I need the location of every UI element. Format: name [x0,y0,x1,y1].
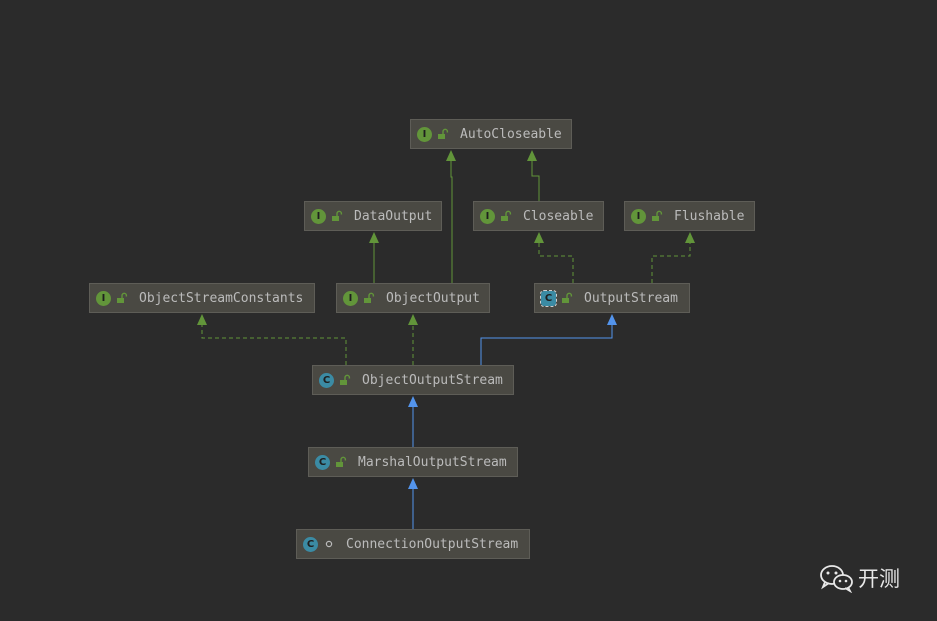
lock-open-icon [338,373,352,387]
arrowhead-autocloseable-right [527,150,537,161]
arrowhead-outputstream [607,314,617,325]
lock-open-icon [330,209,344,223]
node-objectstreamconstants[interactable]: I ObjectStreamConstants [89,283,315,313]
class-icon: C [319,372,334,388]
lock-open-icon [650,209,664,223]
arrowhead-dataoutput [369,232,379,243]
lock-open-icon [499,209,513,223]
watermark: 开测 [818,563,900,593]
node-label: Flushable [674,208,745,224]
node-label: OutputStream [584,290,678,306]
lock-open-icon [560,291,574,305]
node-label: ObjectOutput [386,290,480,306]
interface-icon: I [343,290,358,306]
arrowhead-marshaloutputstream [408,478,418,489]
lock-open-icon [115,291,129,305]
arrowhead-objectstreamconstants [197,314,207,325]
wechat-icon [820,565,853,593]
edge-outputstream-closeable [538,243,574,283]
arrowhead-autocloseable-left [446,150,456,161]
arrowhead-closeable [534,232,544,243]
arrowhead-objectoutputstream [408,396,418,407]
node-label: Closeable [523,208,594,224]
node-dataoutput[interactable]: I DataOutput [304,201,442,231]
lock-open-icon [334,455,348,469]
node-label: ConnectionOutputStream [346,536,519,552]
node-objectoutputstream[interactable]: C ObjectOutputStream [312,365,514,395]
edge-objectoutputstream-outputstream [480,325,613,365]
node-connectionoutputstream[interactable]: C ConnectionOutputStream [296,529,530,559]
node-flushable[interactable]: I Flushable [624,201,755,231]
watermark-text: 开测 [858,567,900,591]
node-autocloseable[interactable]: I AutoCloseable [410,119,572,149]
package-private-dot-icon [322,537,336,551]
node-objectoutput[interactable]: I ObjectOutput [336,283,490,313]
lock-open-icon [362,291,376,305]
edge-objectoutputstream-constants [201,325,347,365]
node-marshaloutputstream[interactable]: C MarshalOutputStream [308,447,518,477]
edge-objectoutput-autocloseable [450,161,453,283]
node-outputstream[interactable]: C OutputStream [534,283,690,313]
interface-icon: I [96,290,111,306]
interface-icon: I [480,208,495,224]
abstract-class-icon: C [540,289,557,307]
node-label: ObjectStreamConstants [139,290,304,306]
interface-icon: I [631,208,646,224]
node-label: DataOutput [354,208,433,224]
arrowhead-objectoutput [408,314,418,325]
node-label: ObjectOutputStream [362,372,503,388]
interface-icon: I [311,208,326,224]
edge-outputstream-flushable [651,243,691,283]
class-icon: C [315,454,330,470]
arrowhead-flushable [685,232,695,243]
class-icon: C [303,536,318,552]
edge-closeable-autocloseable [531,161,540,201]
node-closeable[interactable]: I Closeable [473,201,604,231]
node-label: AutoCloseable [460,126,562,142]
node-label: MarshalOutputStream [358,454,507,470]
lock-open-icon [436,127,450,141]
interface-icon: I [417,126,432,142]
